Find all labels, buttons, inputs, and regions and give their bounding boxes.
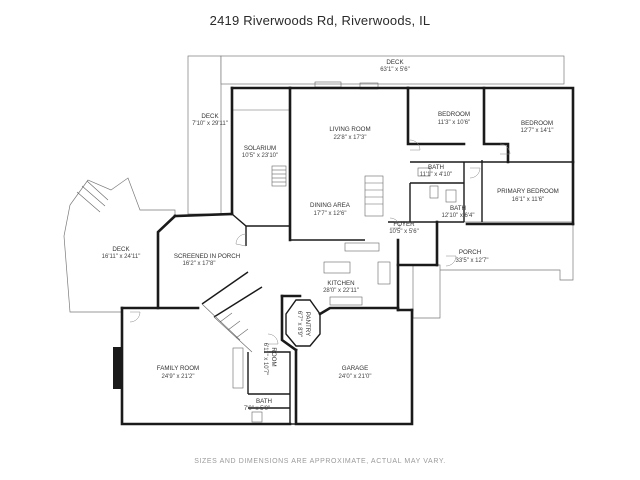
room-dims-room: 6'11" x 10'7" xyxy=(262,343,268,375)
room-name-garage: GARAGE xyxy=(342,365,368,372)
room-dims-foyer: 10'5" x 5'6" xyxy=(389,229,419,235)
room-dims-porch: 33'5" x 12'7" xyxy=(456,258,489,264)
door-swings xyxy=(129,139,511,345)
room-name-screened-porch: SCREENED IN PORCH xyxy=(174,253,240,260)
walls xyxy=(113,86,575,426)
room-dims-primary-bedroom: 16'1" x 11'6" xyxy=(512,197,544,203)
plan-title: 2419 Riverwoods Rd, Riverwoods, IL xyxy=(209,13,431,28)
room-name-bath-1: BATH xyxy=(428,164,444,171)
room-name-kitchen: KITCHEN xyxy=(327,280,354,287)
room-dims-living-room: 22'8" x 17'3" xyxy=(334,135,367,141)
room-name-deck-sw: DECK xyxy=(112,246,130,253)
room-name-bedroom-1: BEDROOM xyxy=(438,111,470,118)
room-labels: DECK 63'1" x 5'6" DECK 7'10" x 29'11" SO… xyxy=(102,59,559,412)
room-name-primary-bedroom: PRIMARY BEDROOM xyxy=(497,188,559,195)
room-dims-solarium: 10'5" x 23'10" xyxy=(242,153,278,159)
room-dims-bedroom-2: 12'7" x 14'1" xyxy=(521,128,554,134)
room-name-solarium: SOLARIUM xyxy=(244,145,276,152)
room-dims-screened-porch: 16'2" x 17'8" xyxy=(183,261,216,267)
room-name-dining-area: DINING AREA xyxy=(310,202,351,209)
room-dims-pantry: 6'7" x 8'9" xyxy=(296,311,302,337)
stairs xyxy=(201,271,263,353)
room-dims-bath-2: 12'10" x 6'4" xyxy=(442,213,475,219)
room-name-deck-top: DECK xyxy=(386,59,404,66)
room-dims-bath-1: 11'1" x 4'10" xyxy=(420,172,452,178)
room-name-family-room: FAMILY ROOM xyxy=(157,365,199,372)
deck-outlines xyxy=(63,55,574,319)
room-dims-bath-3: 7'0" x 5'0" xyxy=(244,406,270,412)
room-dims-bedroom-1: 11'3" x 10'6" xyxy=(438,120,470,126)
room-name-room: ROOM xyxy=(270,347,277,366)
room-dims-family-room: 24'9" x 21'2" xyxy=(162,374,195,380)
room-name-bedroom-2: BEDROOM xyxy=(521,120,553,127)
room-name-pantry: PANTRY xyxy=(304,312,311,337)
room-dims-deck-top: 63'1" x 5'6" xyxy=(380,67,410,73)
room-name-living-room: LIVING ROOM xyxy=(329,126,370,133)
disclaimer-text: SIZES AND DIMENSIONS ARE APPROXIMATE, AC… xyxy=(194,458,446,465)
room-dims-dining-area: 17'7" x 12'6" xyxy=(314,211,347,217)
room-dims-deck-west: 7'10" x 29'11" xyxy=(192,121,228,127)
room-name-bath-2: BATH xyxy=(450,205,466,212)
room-name-bath-3: BATH xyxy=(256,398,272,405)
room-dims-deck-sw: 16'11" x 24'11" xyxy=(102,254,141,260)
room-dims-garage: 24'0" x 21'0" xyxy=(339,374,372,380)
room-name-foyer: FOYER xyxy=(393,221,415,228)
room-name-deck-west: DECK xyxy=(201,113,219,120)
room-name-porch: PORCH xyxy=(459,249,481,256)
room-dims-kitchen: 28'0" x 22'11" xyxy=(323,288,359,294)
